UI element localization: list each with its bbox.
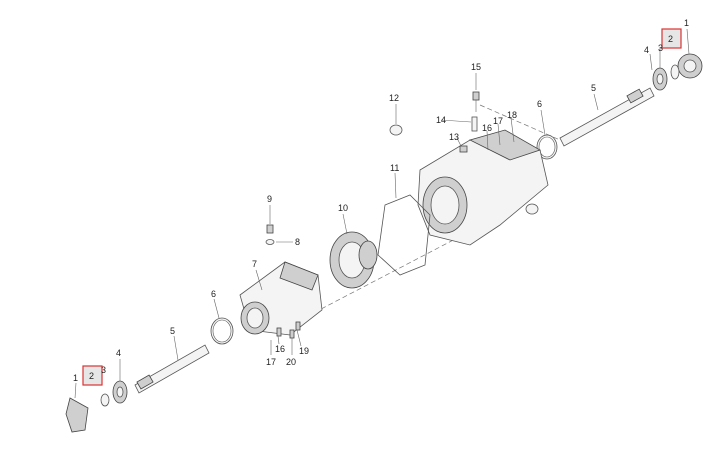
callout-14: 14 — [436, 115, 446, 125]
callout-3-bottom: 3 — [101, 365, 106, 375]
small-fastener-20 — [289, 329, 295, 339]
highlight-box-bottom — [82, 365, 103, 386]
callout-2-bottom: 2 — [89, 371, 94, 381]
callout-17-top: 17 — [493, 116, 503, 126]
callout-4-top: 4 — [644, 45, 649, 55]
callout-10: 10 — [338, 203, 348, 213]
washer-top — [670, 64, 680, 80]
callout-6-bottom: 6 — [211, 289, 216, 299]
differential-assembly-10 — [329, 231, 378, 289]
bearing-top — [652, 67, 668, 91]
callout-11: 11 — [390, 163, 399, 173]
callout-12: 12 — [389, 93, 399, 103]
callout-18: 18 — [507, 110, 517, 120]
callout-16-top: 16 — [482, 123, 492, 133]
pin-14 — [471, 116, 478, 132]
plug-13 — [459, 145, 468, 153]
callout-7: 7 — [252, 259, 257, 269]
bolt-15 — [472, 91, 480, 112]
bolt-9 — [266, 224, 274, 234]
callout-2-top: 2 — [668, 34, 673, 44]
callout-3-top: 3 — [658, 43, 663, 53]
callout-17-bottom: 17 — [266, 357, 276, 367]
small-fastener-19 — [295, 321, 301, 331]
callout-1-bottom: 1 — [73, 373, 78, 383]
callout-1-top: 1 — [684, 18, 689, 28]
bevel-gear-top — [677, 53, 703, 79]
callout-labels: 1 2 3 4 5 6 12 13 14 15 16 17 18 11 10 9… — [73, 18, 689, 383]
main-housing — [417, 129, 549, 246]
callout-15: 15 — [471, 62, 481, 72]
gasket-11 — [377, 194, 431, 276]
seal-ring-top — [536, 134, 558, 160]
callout-5-top: 5 — [591, 83, 596, 93]
shaft-bottom — [134, 344, 210, 394]
bushing-12 — [389, 124, 403, 136]
callout-19: 19 — [299, 346, 309, 356]
callout-9: 9 — [267, 194, 272, 204]
washer-8 — [265, 239, 275, 245]
leader-lines — [74, 28, 690, 399]
callout-4-bottom: 4 — [116, 348, 121, 358]
callout-16-bottom: 16 — [275, 344, 285, 354]
cover-housing-7 — [239, 261, 323, 336]
shaft-top — [559, 87, 655, 147]
assembly-axis-line-top — [479, 104, 561, 141]
bushing-right — [525, 203, 539, 215]
washer-bottom — [100, 393, 110, 407]
callout-5-bottom: 5 — [170, 326, 175, 336]
bevel-gear-bottom — [65, 397, 89, 433]
seal-ring-bottom — [210, 317, 234, 345]
bearing-bottom — [112, 380, 128, 404]
callout-20: 20 — [286, 357, 296, 367]
highlight-box-top — [661, 28, 682, 49]
callout-6-top: 6 — [537, 99, 542, 109]
small-fastener-16-bottom — [276, 327, 282, 337]
callout-8: 8 — [295, 237, 300, 247]
callout-13: 13 — [449, 132, 459, 142]
